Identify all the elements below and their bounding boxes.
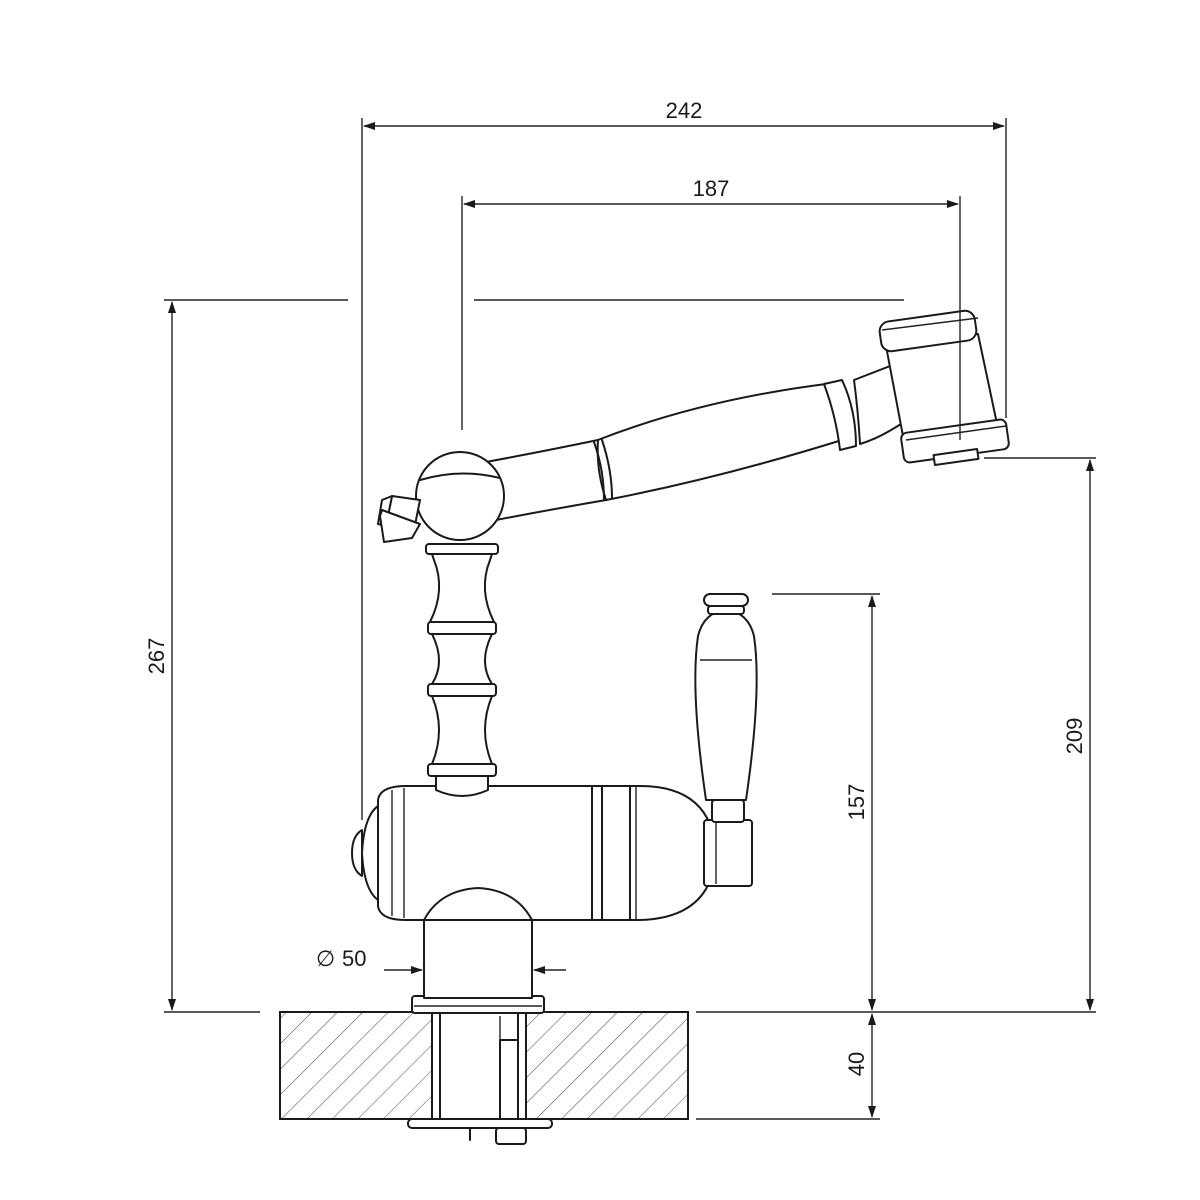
mounting-base [407, 995, 553, 1145]
dimension-base-diameter: ∅ 50 [316, 946, 566, 980]
dimension-width-spout: 187 [463, 176, 959, 208]
extension-lines [164, 118, 1096, 1120]
dimension-label-height-total: 267 [144, 638, 169, 675]
dimension-height-spout: 209 [1062, 459, 1094, 1011]
dimension-label-height-handle: 157 [844, 784, 869, 821]
dimension-label-width-spout: 187 [693, 176, 730, 201]
dimension-label-height-spout: 209 [1062, 718, 1087, 755]
countertop-section [279, 1011, 689, 1120]
lever-handle [694, 593, 758, 823]
dimension-height-handle: 157 [844, 595, 876, 1011]
dimension-counter-thickness: 40 [844, 1013, 876, 1118]
pull-out-spout [377, 309, 1010, 543]
tap-body [351, 785, 753, 999]
swivel-column [425, 543, 499, 797]
dimension-height-total: 267 [144, 301, 176, 1011]
dimension-width-total: 242 [363, 98, 1005, 130]
dimension-label-base-diameter: 50 [342, 946, 366, 971]
dimension-symbol-diameter: ∅ [316, 946, 335, 971]
dimension-label-counter-thickness: 40 [844, 1052, 869, 1076]
dimension-label-width-total: 242 [666, 98, 703, 123]
